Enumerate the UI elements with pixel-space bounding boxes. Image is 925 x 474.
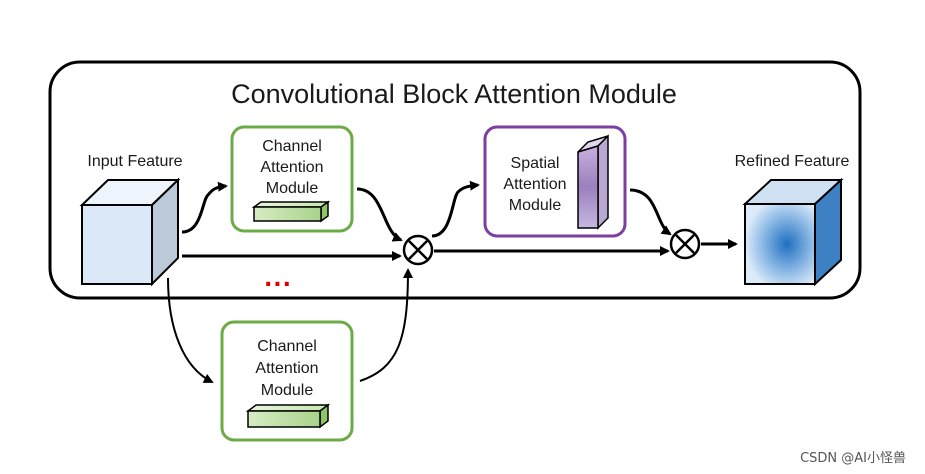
arrow-multiply-to-spatial (431, 180, 480, 238)
arrow-input-to-channel (181, 181, 228, 234)
channel-vector-bar-top (251, 200, 331, 223)
channel-vector-bar-bottom (245, 403, 331, 429)
channel-bottom-line-3: Module (261, 382, 314, 399)
channel-attention-module-bottom: Channel Attention Module (220, 320, 354, 442)
arrow-input-to-channel-bottom (167, 277, 214, 383)
channel-bottom-line-2: Attention (255, 360, 318, 377)
module-frame (48, 60, 862, 300)
refined-feature-label: Refined Feature (735, 153, 850, 170)
input-feature-cube (79, 177, 181, 287)
channel-top-line-2: Attention (260, 159, 323, 176)
ellipsis: ... (264, 267, 292, 292)
channel-bottom-line-1: Channel (257, 338, 317, 355)
multiply-operator-1 (402, 234, 434, 266)
spatial-map-plane (577, 134, 609, 230)
spatial-line-1: Spatial (511, 155, 560, 172)
input-feature-label: Input Feature (87, 153, 182, 170)
refined-feature-cube (742, 177, 844, 287)
diagram-title: Convolutional Block Attention Module (231, 79, 677, 109)
spatial-line-2: Attention (503, 176, 566, 193)
watermark: CSDN @AI小怪兽 (800, 451, 906, 466)
arrow-spatial-to-multiply (629, 188, 672, 236)
channel-attention-module-top: Channel Attention Module (230, 125, 354, 233)
channel-top-line-3: Module (266, 180, 319, 197)
multiply-operator-2 (669, 228, 701, 260)
arrow-channel-to-multiply (356, 187, 403, 242)
spatial-attention-module: Spatial Attention Module (483, 125, 627, 238)
channel-top-line-1: Channel (262, 138, 322, 155)
spatial-line-3: Module (509, 197, 562, 214)
arrow-channel-bottom-to-multiply (359, 268, 413, 382)
